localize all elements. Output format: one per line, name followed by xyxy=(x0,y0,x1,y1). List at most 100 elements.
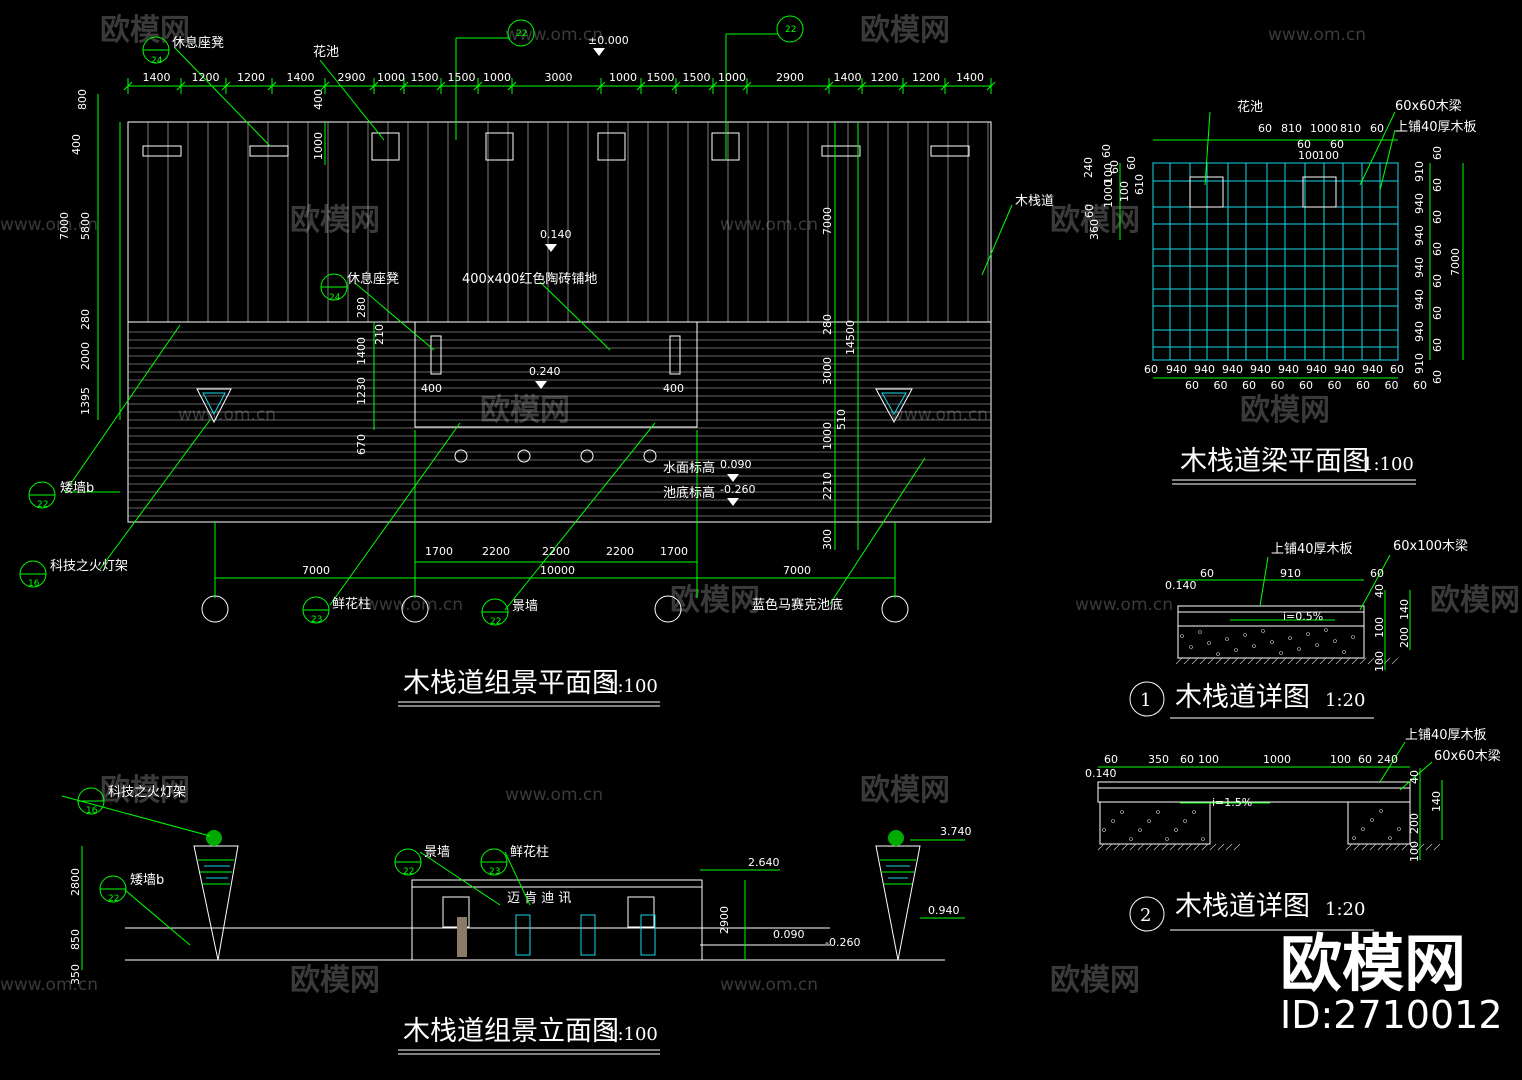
flower-column-2 xyxy=(517,449,531,463)
aggregate-dot xyxy=(1111,819,1115,823)
beam-bottom-dim2: 60 xyxy=(1413,379,1427,392)
ground-hatch xyxy=(1223,657,1231,665)
ground-hatch xyxy=(1209,843,1217,851)
elev-ref-r1: 16 xyxy=(86,806,98,816)
aggregate-dot xyxy=(1297,647,1301,651)
beam-bottom-dim: 940 xyxy=(1194,363,1215,376)
ground-hatch xyxy=(1385,843,1393,851)
ground-hatch xyxy=(1217,843,1225,851)
ground-hatch xyxy=(1409,843,1417,851)
plan-top-dim: 1400 xyxy=(834,71,862,84)
detail2-title: 木栈道详图 xyxy=(1175,891,1310,922)
plan-mid-dim: 1400 xyxy=(355,337,368,365)
plan-title: 木栈道组景平面图 xyxy=(403,668,619,699)
ground-hatch xyxy=(1225,843,1233,851)
beam-right-dim: 60 xyxy=(1431,210,1444,224)
elevation-marker-4 xyxy=(727,474,739,482)
bench-4 xyxy=(930,145,970,157)
beam-bottom-dim: 940 xyxy=(1222,363,1243,376)
beam-grid xyxy=(1152,162,1399,361)
dim-tick-slash xyxy=(940,81,950,91)
flower-column-3 xyxy=(580,449,594,463)
detail2-dim-5: 100 xyxy=(1330,753,1351,766)
dim-tick-slash xyxy=(473,81,483,91)
plan-reference-circles xyxy=(19,15,804,626)
elev-reference-circles xyxy=(77,787,508,903)
ref-top2: 22 xyxy=(785,25,796,35)
watermark-brand: 欧模网 xyxy=(860,13,950,48)
detail2-dim-6: 60 xyxy=(1358,753,1372,766)
flower-pool-3 xyxy=(597,132,626,161)
beam-left-dim: 100 xyxy=(1118,181,1131,202)
beam-bottom-dim2: 60 xyxy=(1299,379,1313,392)
ground-hatch xyxy=(1231,657,1239,665)
beam-top-dim3: 100 xyxy=(1298,149,1319,162)
label-water-level: 水面标高 xyxy=(663,460,715,476)
aggregate-dot xyxy=(1333,639,1337,643)
ground-hatch xyxy=(1153,843,1161,851)
lamp-pylon-right xyxy=(875,830,921,961)
beam-scale: 1:100 xyxy=(1362,454,1414,475)
detail2-dim-4: 1000 xyxy=(1263,753,1291,766)
dim-tick-slash xyxy=(369,81,379,91)
beam-right-dim: 910 xyxy=(1413,161,1426,182)
plan-top-dim: 1200 xyxy=(871,71,899,84)
plan-tile-paving xyxy=(414,321,698,428)
plan-left-dim: 800 xyxy=(76,89,89,110)
beam-top-dim2: 60 xyxy=(1330,138,1344,151)
beam-bottom-dim2: 60 xyxy=(1328,379,1342,392)
lamp-triangle-right xyxy=(875,388,913,424)
detail2-label-board: 上铺40厚木板 xyxy=(1405,728,1487,743)
beam-flower-pool-1 xyxy=(1189,176,1224,208)
beam-top-dim: 60 xyxy=(1258,122,1272,135)
detail2-number: 2 xyxy=(1140,905,1151,926)
ground-hatch xyxy=(1393,843,1401,851)
watermark-brand: 欧模网 xyxy=(670,583,760,618)
plan-left-dim2: 1000 xyxy=(312,132,325,160)
axis-circle-3 xyxy=(654,595,682,623)
aggregate-dot xyxy=(1270,640,1274,644)
beam-bottom-dim2: 60 xyxy=(1356,379,1370,392)
beam-right-dim: 940 xyxy=(1413,289,1426,310)
detail2-beam xyxy=(1097,787,1411,803)
plan-left-dim: 280 xyxy=(79,309,92,330)
elev-dim-3: 350 xyxy=(69,964,82,985)
aggregate-dot xyxy=(1252,644,1256,648)
detail1-level: 0.140 xyxy=(1165,579,1197,592)
ground-hatch xyxy=(1361,843,1369,851)
brand-logo-text: 欧模网 xyxy=(1280,927,1466,1000)
aggregate-dot xyxy=(1120,810,1124,814)
detail2-dim-3: 100 xyxy=(1198,753,1219,766)
plan-left-dim: 2000 xyxy=(79,342,92,370)
elev-title: 木栈道组景立面图 xyxy=(403,1016,619,1047)
dim-tick-slash xyxy=(898,81,908,91)
dim-tick-slash xyxy=(986,81,996,91)
aggregate-dot xyxy=(1279,651,1283,655)
watermark-brand: 欧模网 xyxy=(1430,583,1520,618)
ground-hatch xyxy=(1417,843,1425,851)
ground-hatch xyxy=(1105,843,1113,851)
detail-2: i=1.5% 0.140 上铺40厚木板 60x60木梁 60 350 60 1… xyxy=(1085,728,1501,932)
plan-mid-dim: 1230 xyxy=(355,377,368,405)
plan-top-dim: 1200 xyxy=(912,71,940,84)
aggregate-dot xyxy=(1216,652,1220,656)
watermark-url: www.om.cn xyxy=(365,595,463,615)
beam-bottom-dim: 60 xyxy=(1390,363,1404,376)
beam-right-dim: 60 xyxy=(1431,274,1444,288)
aggregate-dot xyxy=(1379,809,1383,813)
dim-tick-slash xyxy=(436,81,446,91)
beam-left-dim: 1000 xyxy=(1102,180,1115,208)
plan-mid-dim: 280 xyxy=(355,297,368,318)
aggregate-dot xyxy=(1225,637,1229,641)
detail2-dim-2: 60 xyxy=(1180,753,1194,766)
plan-top-dim: 1500 xyxy=(411,71,439,84)
elev-zero: ±0.000 xyxy=(588,34,629,47)
elev-label-lamp: 科技之火灯架 xyxy=(108,785,186,800)
detail1-side-1: 100 xyxy=(1373,617,1386,638)
beam-right-dim: 940 xyxy=(1413,321,1426,342)
ground-hatch xyxy=(1247,657,1255,665)
